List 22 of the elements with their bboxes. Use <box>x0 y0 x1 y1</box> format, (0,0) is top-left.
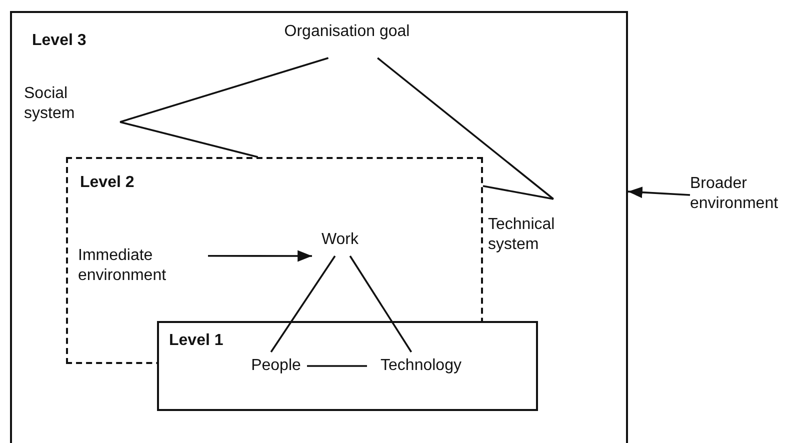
connector-line <box>377 57 554 200</box>
text-label: Work <box>320 230 360 250</box>
connector-line <box>120 57 329 123</box>
connector-line <box>482 185 554 200</box>
connector-line <box>120 121 258 158</box>
text-label: People <box>250 356 302 376</box>
text-label: Social system <box>24 84 76 124</box>
arrow <box>208 250 312 262</box>
level-label: Level 2 <box>80 173 134 193</box>
text-label: Immediate environment <box>78 246 168 286</box>
arrow <box>628 186 690 198</box>
text-label: Technology <box>380 356 462 376</box>
connector-line <box>349 256 412 352</box>
text-label: Technical system <box>488 215 556 255</box>
level-box <box>157 321 538 411</box>
text-label: Broader environment <box>690 174 780 214</box>
level-label: Level 3 <box>32 31 86 51</box>
connector-line <box>307 365 367 367</box>
level-box <box>10 11 628 443</box>
level-label: Level 1 <box>169 331 224 351</box>
text-label: Organisation goal <box>283 22 411 42</box>
connector-line <box>270 256 336 352</box>
